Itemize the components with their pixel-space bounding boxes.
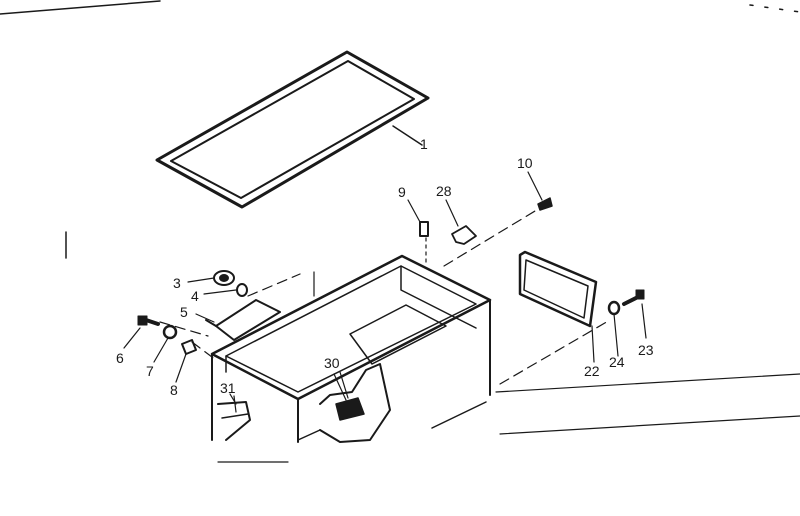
callout-8: 8 <box>170 382 178 398</box>
callout-1: 1 <box>420 136 428 152</box>
label-part-31 <box>233 395 237 413</box>
drain-part-30 <box>335 371 365 421</box>
screw-part-10 <box>537 197 553 211</box>
hose-part-5 <box>205 299 281 341</box>
callout-23: 23 <box>638 342 654 358</box>
floor-lines <box>217 373 800 463</box>
leader-lines-dashed <box>159 207 611 385</box>
washer-part-4 <box>236 283 248 297</box>
callout-28: 28 <box>436 183 452 199</box>
callout-4: 4 <box>191 288 199 304</box>
bolt-part-6 <box>137 315 160 326</box>
bracket-part-28 <box>451 225 477 245</box>
nut-part-7 <box>162 324 178 340</box>
bolt-part-23 <box>622 289 645 306</box>
screw-part-9 <box>419 221 429 237</box>
callout-7: 7 <box>146 363 154 379</box>
scan-marks <box>0 0 800 259</box>
callout-22: 22 <box>584 363 600 379</box>
gasket-part-1 <box>155 50 430 209</box>
callout-5: 5 <box>180 304 188 320</box>
grommet-part-3 <box>213 270 235 286</box>
access-panel-part-22 <box>518 250 598 363</box>
callout-30: 30 <box>324 355 340 371</box>
callout-9: 9 <box>398 184 406 200</box>
tub-body <box>210 254 492 443</box>
washer-part-24 <box>607 300 621 316</box>
callout-leaders <box>123 171 647 405</box>
callout-24: 24 <box>609 354 625 370</box>
clip-part-8 <box>181 339 197 355</box>
callout-3: 3 <box>173 275 181 291</box>
callout-10: 10 <box>517 155 533 171</box>
callout-31: 31 <box>220 380 236 396</box>
callout-6: 6 <box>116 350 124 366</box>
